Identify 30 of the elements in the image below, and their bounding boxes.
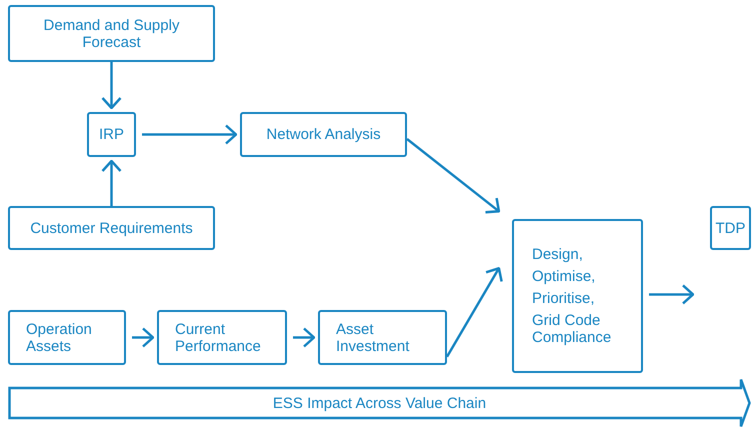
arrow bbox=[649, 284, 694, 305]
box-label: Optimise, bbox=[532, 268, 596, 285]
box-label: Grid Code Compliance bbox=[532, 312, 612, 346]
process-box bbox=[318, 310, 447, 365]
process-box bbox=[87, 112, 136, 157]
box-label: Network Analysis bbox=[266, 126, 381, 143]
arrow bbox=[101, 160, 122, 206]
box-label: IRP bbox=[98, 126, 124, 143]
arrow bbox=[101, 62, 122, 110]
arrow bbox=[406, 138, 500, 214]
box-label: Operation Assets bbox=[26, 320, 93, 354]
process-box bbox=[512, 219, 643, 373]
process-box bbox=[240, 112, 407, 157]
box-label: Current Performance bbox=[175, 320, 262, 354]
arrow bbox=[293, 327, 316, 348]
box-label: Asset Investment bbox=[336, 320, 410, 354]
process-box bbox=[8, 206, 215, 250]
process-box bbox=[710, 206, 751, 250]
arrow bbox=[446, 267, 503, 358]
box-label: Demand and Supply Forecast bbox=[42, 16, 180, 50]
box-label: TDP bbox=[716, 220, 746, 236]
process-box bbox=[8, 310, 126, 365]
box-label: ESS Impact Across Value Chain bbox=[272, 394, 486, 412]
arrow bbox=[132, 327, 154, 348]
arrow bbox=[142, 124, 238, 145]
box-label: Prioritise, bbox=[532, 290, 595, 307]
process-box bbox=[157, 310, 287, 365]
box-label: Design, bbox=[532, 246, 583, 263]
process-box bbox=[8, 5, 215, 62]
box-label: Customer Requirements bbox=[30, 220, 193, 236]
